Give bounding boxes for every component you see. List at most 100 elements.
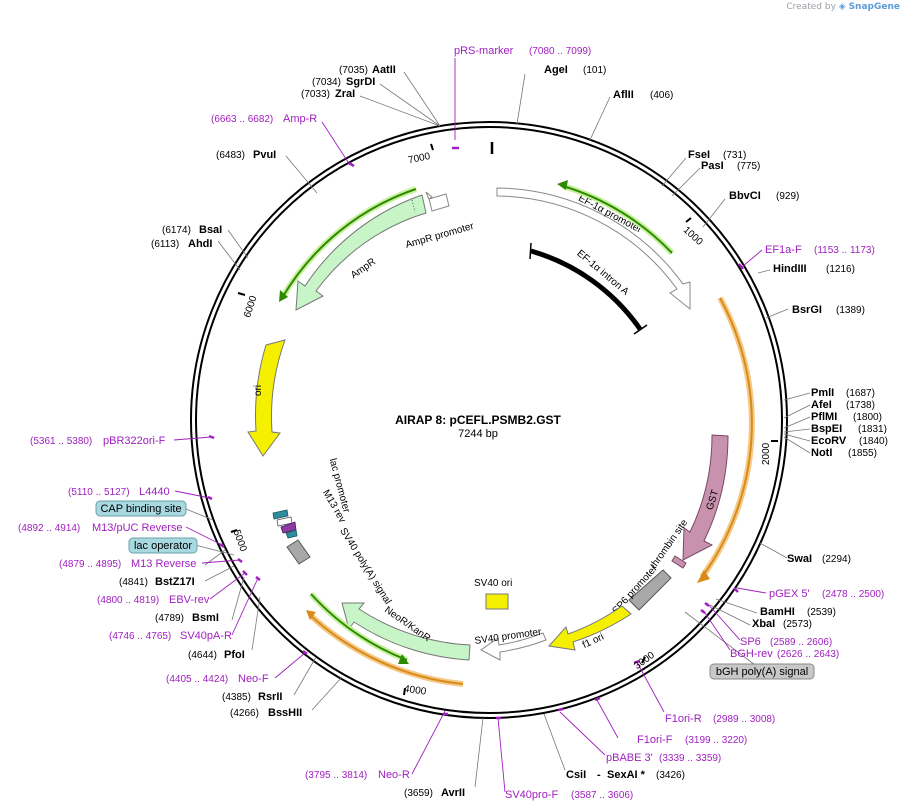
svg-text:(1687): (1687) bbox=[846, 388, 875, 399]
svg-text:CAP binding site: CAP binding site bbox=[100, 503, 181, 515]
svg-text:(4405 .. 4424): (4405 .. 4424) bbox=[166, 674, 228, 685]
feature-highlight-green-ampr bbox=[279, 186, 417, 302]
svg-text:NotI: NotI bbox=[811, 447, 832, 459]
svg-text:SwaI: SwaI bbox=[787, 553, 812, 565]
svg-text:BamHI: BamHI bbox=[760, 606, 795, 618]
feature-f1-ori[interactable]: f1 ori bbox=[548, 605, 632, 651]
snapgene-credit: Created by ◈ SnapGene bbox=[786, 2, 900, 12]
svg-text:(6663 .. 6682): (6663 .. 6682) bbox=[211, 114, 273, 125]
svg-text:pRS-marker: pRS-marker bbox=[454, 45, 514, 57]
svg-text:(1831): (1831) bbox=[858, 424, 887, 435]
cap-binding-site-label[interactable]: CAP binding site bbox=[95, 500, 187, 517]
feature-ef1a-promoter[interactable]: EF-1α promoter bbox=[496, 187, 691, 311]
svg-text:(1738): (1738) bbox=[846, 400, 875, 411]
svg-text:(5361 .. 5380): (5361 .. 5380) bbox=[30, 436, 92, 447]
svg-text:2000: 2000 bbox=[761, 442, 772, 465]
feature-highlight-ef1a-f bbox=[557, 180, 675, 256]
primers: pRS-marker (7080 .. 7099) (6663 .. 6682) A… bbox=[18, 45, 884, 801]
svg-text:bGH poly(A) signal: bGH poly(A) signal bbox=[716, 666, 808, 678]
svg-text:SP6: SP6 bbox=[740, 636, 761, 648]
svg-text:(2573): (2573) bbox=[783, 619, 812, 630]
svg-text:(2539): (2539) bbox=[807, 607, 836, 618]
svg-text:Amp-R: Amp-R bbox=[283, 113, 317, 125]
primer-leaders bbox=[173, 58, 767, 793]
svg-text:(5110 .. 5127): (5110 .. 5127) bbox=[68, 487, 130, 498]
svg-text:(7034): (7034) bbox=[312, 77, 341, 88]
svg-text:pBABE 3': pBABE 3' bbox=[606, 752, 653, 764]
backbone bbox=[190, 121, 788, 719]
svg-text:(1840): (1840) bbox=[859, 436, 888, 447]
svg-text:(101): (101) bbox=[583, 65, 606, 76]
primer-marks bbox=[207, 146, 744, 720]
lac-operator-label[interactable]: lac operator bbox=[128, 537, 198, 554]
svg-text:(3199 .. 3220): (3199 .. 3220) bbox=[685, 735, 747, 746]
feature-highlight-orange-right bbox=[697, 296, 755, 583]
svg-text:RsrII: RsrII bbox=[258, 691, 282, 703]
feature-ori[interactable]: ori bbox=[247, 339, 286, 457]
svg-text:(2626 .. 2643): (2626 .. 2643) bbox=[777, 649, 839, 660]
svg-text:SgrDI: SgrDI bbox=[346, 76, 375, 88]
svg-text:(4841): (4841) bbox=[119, 577, 148, 588]
svg-text:PmlI: PmlI bbox=[811, 387, 834, 399]
svg-text:pBR322ori-F: pBR322ori-F bbox=[103, 435, 166, 447]
svg-text:(3659): (3659) bbox=[404, 788, 433, 799]
svg-text:BsaI: BsaI bbox=[199, 224, 222, 236]
svg-text:4000: 4000 bbox=[403, 684, 427, 698]
svg-text:AvrII: AvrII bbox=[441, 787, 465, 799]
svg-text:SV40 ori: SV40 ori bbox=[474, 578, 512, 589]
svg-text:(4746 .. 4765): (4746 .. 4765) bbox=[109, 631, 171, 642]
svg-text:SV40pA-R: SV40pA-R bbox=[180, 630, 232, 642]
svg-text:SV40pro-F: SV40pro-F bbox=[505, 789, 558, 801]
svg-text:(7035): (7035) bbox=[339, 65, 368, 76]
svg-text:CsiI: CsiI bbox=[566, 769, 586, 781]
svg-text:AmpR promoter: AmpR promoter bbox=[404, 221, 476, 251]
feature-highlight-green-neor bbox=[308, 591, 409, 664]
svg-text:BsrGI: BsrGI bbox=[792, 304, 822, 316]
svg-text:(3795 .. 3814): (3795 .. 3814) bbox=[305, 770, 367, 781]
svg-text:(7080 .. 7099): (7080 .. 7099) bbox=[529, 46, 591, 57]
svg-text:AhdI: AhdI bbox=[188, 238, 212, 250]
svg-text:(3339 .. 3359): (3339 .. 3359) bbox=[659, 753, 721, 764]
feature-lac-region[interactable]: M13 rev lac promoter bbox=[272, 457, 352, 539]
restriction-sites: (7035)AatII (7034)SgrDI (7033)ZraI AgeI(… bbox=[119, 64, 888, 799]
svg-text:M13 Reverse: M13 Reverse bbox=[131, 558, 196, 570]
svg-text:EcoRV: EcoRV bbox=[811, 435, 847, 447]
svg-text:AfeI: AfeI bbox=[811, 399, 832, 411]
svg-text:ori: ori bbox=[253, 385, 264, 396]
svg-text:7000: 7000 bbox=[407, 151, 431, 166]
svg-text:1000: 1000 bbox=[681, 225, 705, 248]
svg-text:(6174): (6174) bbox=[162, 225, 191, 236]
svg-text:(6483): (6483) bbox=[216, 150, 245, 161]
svg-text:M13/pUC Reverse: M13/pUC Reverse bbox=[92, 522, 182, 534]
svg-text:-: - bbox=[597, 769, 601, 781]
svg-text:(2589 .. 2606): (2589 .. 2606) bbox=[770, 637, 832, 648]
svg-text:lac operator: lac operator bbox=[134, 540, 192, 552]
feature-ef1a-intron-a[interactable]: EF-1α intron A bbox=[529, 242, 648, 335]
svg-text:AflII: AflII bbox=[613, 89, 634, 101]
svg-text:(4385): (4385) bbox=[222, 692, 251, 703]
svg-text:(4644): (4644) bbox=[188, 650, 217, 661]
svg-text:(406): (406) bbox=[650, 90, 673, 101]
feature-gst[interactable]: GST bbox=[682, 434, 729, 561]
svg-text:(4266): (4266) bbox=[230, 708, 259, 719]
bgh-polya-signal-label[interactable]: bGH poly(A) signal bbox=[709, 663, 815, 680]
svg-text:AgeI: AgeI bbox=[544, 64, 568, 76]
svg-text:(4789): (4789) bbox=[155, 613, 184, 624]
svg-text:(2478 .. 2500): (2478 .. 2500) bbox=[822, 589, 884, 600]
svg-text:(1153 .. 1173): (1153 .. 1173) bbox=[814, 245, 875, 256]
svg-text:7244 bp: 7244 bp bbox=[458, 428, 498, 440]
svg-text:(4879 .. 4895): (4879 .. 4895) bbox=[59, 559, 121, 570]
svg-text:F1ori-R: F1ori-R bbox=[665, 713, 702, 725]
svg-text:PvuI: PvuI bbox=[253, 149, 276, 161]
svg-text:(3587 .. 3606): (3587 .. 3606) bbox=[571, 790, 633, 801]
feature-sv40-promoter[interactable]: SV40 promoter bbox=[474, 627, 547, 661]
svg-text:BstZ17I: BstZ17I bbox=[155, 576, 195, 588]
feature-sv40-polya-signal[interactable]: SV40 poly(A) signal bbox=[286, 526, 393, 606]
svg-text:F1ori-F: F1ori-F bbox=[637, 734, 673, 746]
svg-text:PasI: PasI bbox=[701, 160, 724, 172]
svg-text:BsmI: BsmI bbox=[192, 612, 219, 624]
svg-text:(1800): (1800) bbox=[853, 412, 882, 423]
site-leaders bbox=[185, 71, 811, 788]
feature-sv40-ori[interactable]: SV40 ori bbox=[474, 578, 512, 610]
svg-text:XbaI: XbaI bbox=[752, 618, 775, 630]
